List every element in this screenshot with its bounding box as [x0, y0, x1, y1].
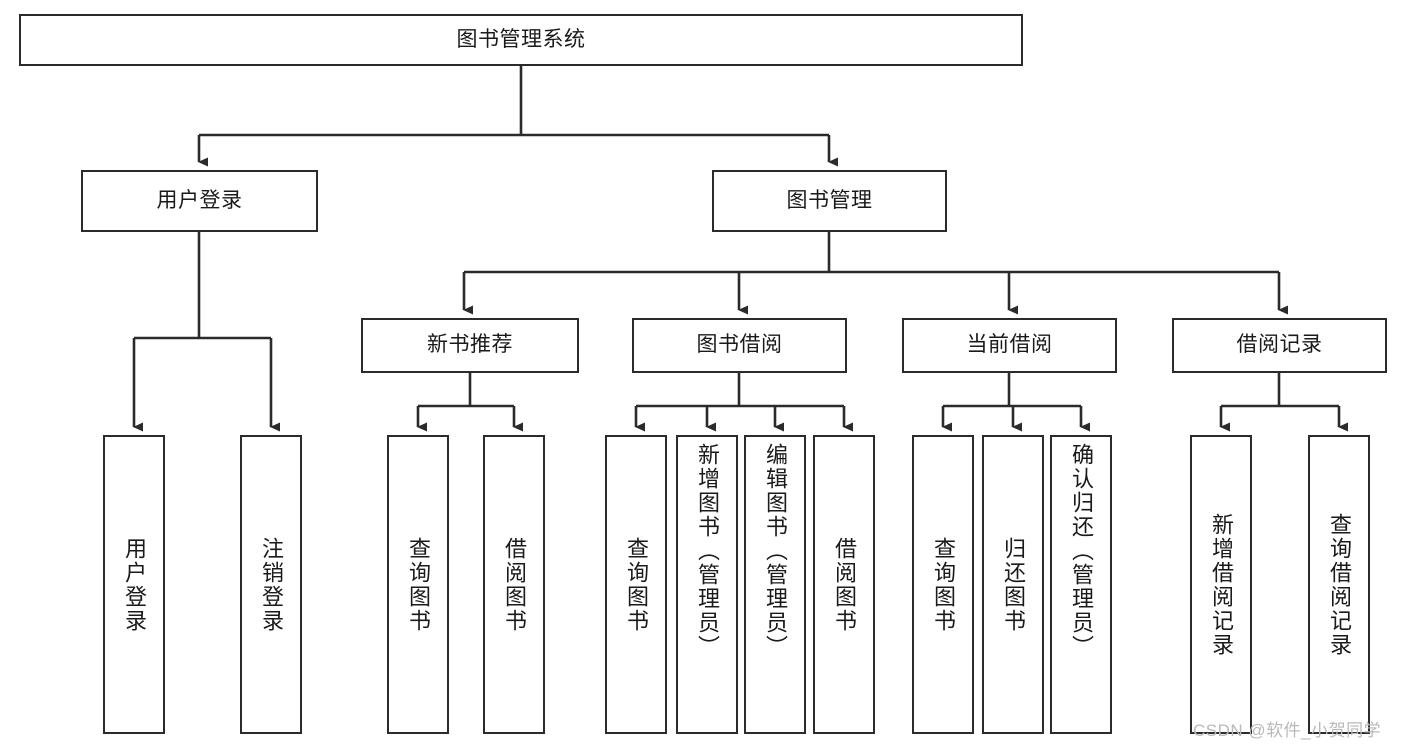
- node-borrow-record[interactable]: 借阅记录: [1172, 318, 1387, 373]
- node-book-borrow[interactable]: 图书借阅: [632, 318, 847, 373]
- leaf-borrow-book-2-label: 借阅图书: [832, 536, 857, 633]
- leaf-return-book-label: 归还图书: [1001, 536, 1026, 633]
- leaf-query-borrow-record-label: 查询借阅记录: [1327, 512, 1352, 657]
- leaf-query-borrow-record[interactable]: 查询借阅记录: [1308, 435, 1370, 734]
- node-borrow-record-label: 借阅记录: [1236, 333, 1323, 357]
- leaf-return-book[interactable]: 归还图书: [982, 435, 1044, 734]
- leaf-confirm-return[interactable]: 确认归还（管理员）: [1050, 435, 1112, 734]
- leaf-query-book-1-label: 查询图书: [406, 536, 431, 633]
- node-current-borrow[interactable]: 当前借阅: [902, 318, 1117, 373]
- leaf-user-login[interactable]: 用户登录: [103, 435, 165, 734]
- node-book-manage-label: 图书管理: [786, 188, 873, 212]
- leaf-add-borrow-record-label: 新增借阅记录: [1209, 512, 1234, 657]
- leaf-user-logout[interactable]: 注销登录: [240, 435, 302, 734]
- node-book-manage[interactable]: 图书管理: [712, 170, 947, 232]
- leaf-borrow-book-1-label: 借阅图书: [502, 536, 527, 633]
- leaf-query-book-2[interactable]: 查询图书: [605, 435, 667, 734]
- node-book-borrow-label: 图书借阅: [696, 333, 783, 357]
- node-root-label: 图书管理系统: [456, 27, 586, 51]
- leaf-edit-book[interactable]: 编辑图书（管理员）: [744, 435, 806, 734]
- leaf-user-logout-label: 注销登录: [259, 536, 284, 633]
- leaf-add-book-label: 新增图书（管理员）: [695, 443, 720, 659]
- leaf-add-borrow-record[interactable]: 新增借阅记录: [1190, 435, 1252, 734]
- node-root[interactable]: 图书管理系统: [19, 14, 1023, 66]
- node-user-login-label: 用户登录: [156, 188, 243, 212]
- node-current-borrow-label: 当前借阅: [966, 333, 1053, 357]
- leaf-user-login-label: 用户登录: [122, 536, 147, 633]
- leaf-add-book[interactable]: 新增图书（管理员）: [676, 435, 738, 734]
- leaf-query-book-3[interactable]: 查询图书: [912, 435, 974, 734]
- leaf-query-book-2-label: 查询图书: [624, 536, 649, 633]
- node-new-book-recommend[interactable]: 新书推荐: [361, 318, 579, 373]
- leaf-query-book-1[interactable]: 查询图书: [387, 435, 449, 734]
- leaf-query-book-3-label: 查询图书: [931, 536, 956, 633]
- leaf-confirm-return-label: 确认归还（管理员）: [1069, 443, 1094, 659]
- leaf-borrow-book-1[interactable]: 借阅图书: [483, 435, 545, 734]
- node-new-book-recommend-label: 新书推荐: [427, 333, 513, 357]
- leaf-edit-book-label: 编辑图书（管理员）: [763, 443, 788, 659]
- leaf-borrow-book-2[interactable]: 借阅图书: [813, 435, 875, 734]
- csdn-watermark: CSDN @软件_小贺同学: [1193, 721, 1382, 740]
- node-user-login[interactable]: 用户登录: [81, 170, 318, 232]
